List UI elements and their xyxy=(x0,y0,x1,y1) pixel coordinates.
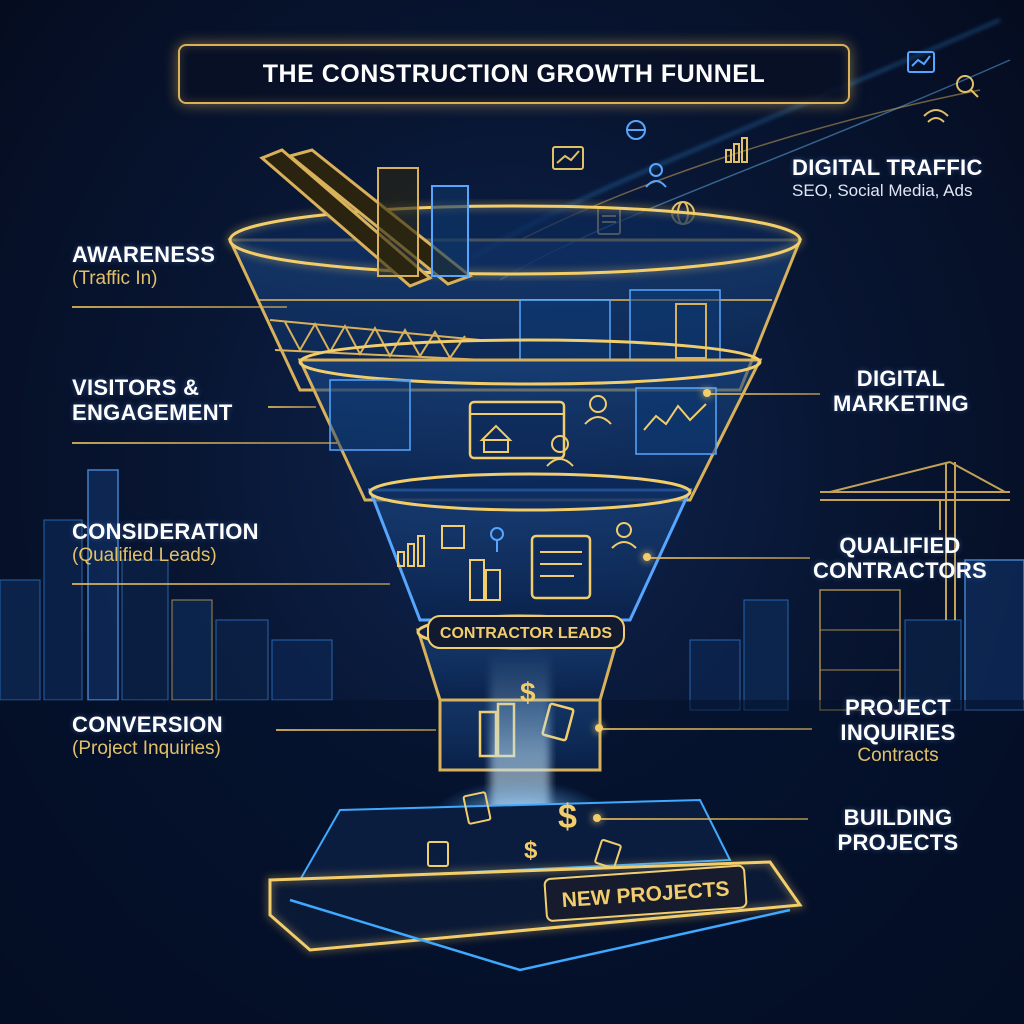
document-icon xyxy=(427,791,622,869)
stage-digital-marketing: DIGITAL MARKETING xyxy=(816,366,986,416)
city-skyline-right xyxy=(689,559,1024,711)
stage-sub: (Project Inquiries) xyxy=(72,737,221,759)
connector-dot xyxy=(643,553,651,561)
connector-dot xyxy=(593,814,601,822)
browser-icon xyxy=(468,400,566,460)
stage-consideration: CONSIDERATION (Qualified Leads) xyxy=(72,519,259,566)
connector-building xyxy=(598,818,808,820)
page-title: THE CONSTRUCTION GROWTH FUNNEL xyxy=(178,44,850,104)
stage-heading-2: CONTRACTORS xyxy=(812,557,987,583)
connector-dot xyxy=(703,389,711,397)
chart-icon xyxy=(552,146,584,170)
stage-sub: Contracts xyxy=(857,745,939,767)
stage-sub: (Traffic In) xyxy=(72,267,158,289)
connector-engagement-2 xyxy=(72,442,337,444)
stage-heading: DIGITAL TRAFFIC xyxy=(792,155,983,180)
connector-consideration xyxy=(72,583,390,585)
person-icon xyxy=(546,395,612,467)
stage-heading: BUILDING xyxy=(843,805,953,830)
contractor-leads-plate: CONTRACTOR LEADS xyxy=(427,615,625,649)
stage-sub: SEO, Social Media, Ads xyxy=(792,180,973,200)
stage-heading-2: INQUIRIES xyxy=(840,719,956,745)
new-projects-plate: NEW PROJECTS xyxy=(543,864,748,922)
stage-heading: QUALIFIED xyxy=(839,533,961,558)
connector-awareness xyxy=(72,306,287,308)
funnel-tier-engagement xyxy=(297,338,763,502)
stage-heading: VISITORS & xyxy=(72,375,200,400)
crane-icon xyxy=(820,461,1010,620)
connector-dot xyxy=(595,724,603,732)
stage-conversion: CONVERSION (Project Inquiries) xyxy=(72,712,223,759)
stage-heading: DIGITAL xyxy=(856,366,946,391)
stage-heading: CONVERSION xyxy=(72,712,223,737)
stage-qualified-contractors: QUALIFIED CONTRACTORS xyxy=(812,533,988,583)
person-icon xyxy=(490,527,504,552)
person-icon xyxy=(611,522,637,549)
stage-digital-traffic: DIGITAL TRAFFIC SEO, Social Media, Ads xyxy=(792,155,983,200)
chart-icon xyxy=(907,51,935,73)
stage-awareness: AWARENESS (Traffic In) xyxy=(72,242,216,289)
funnel-tier-consideration xyxy=(367,472,693,622)
building-icon xyxy=(441,525,501,601)
stage-heading-2: ENGAGEMENT xyxy=(72,399,233,425)
stage-engagement: VISITORS & ENGAGEMENT xyxy=(72,375,233,425)
stage-project-inquiries: PROJECT INQUIRIES Contracts xyxy=(808,695,988,767)
neck-label: CONTRACTOR LEADS xyxy=(440,625,612,642)
document-icon xyxy=(530,534,592,600)
search-icon xyxy=(956,75,979,98)
dollar-icon: $ $ $ xyxy=(520,677,577,864)
wifi-icon xyxy=(923,109,949,123)
building-icon xyxy=(479,424,513,453)
connector-inquiries xyxy=(600,728,812,730)
connector-digital-marketing xyxy=(708,393,820,395)
city-skyline-left xyxy=(0,469,333,701)
stage-heading-2: PROJECTS xyxy=(837,829,959,855)
connector-conversion xyxy=(276,729,436,731)
stage-heading: CONSIDERATION xyxy=(72,519,259,544)
connector-engagement-1 xyxy=(268,406,316,408)
stage-heading-2: MARKETING xyxy=(833,390,969,416)
chart-icon xyxy=(725,137,748,163)
stage-sub: (Qualified Leads) xyxy=(72,544,217,566)
connector-qualified xyxy=(648,557,810,559)
svg-text:$: $ xyxy=(524,837,538,864)
stage-building-projects: BUILDING PROJECTS xyxy=(808,805,988,855)
chart-icon xyxy=(397,535,425,567)
stage-heading: PROJECT xyxy=(844,695,951,720)
svg-text:$: $ xyxy=(558,798,577,836)
funnel-tier-awareness xyxy=(227,148,803,392)
globe-icon xyxy=(626,120,646,140)
stage-heading: AWARENESS xyxy=(72,242,216,267)
person-icon xyxy=(645,163,667,188)
svg-text:$: $ xyxy=(520,677,536,708)
